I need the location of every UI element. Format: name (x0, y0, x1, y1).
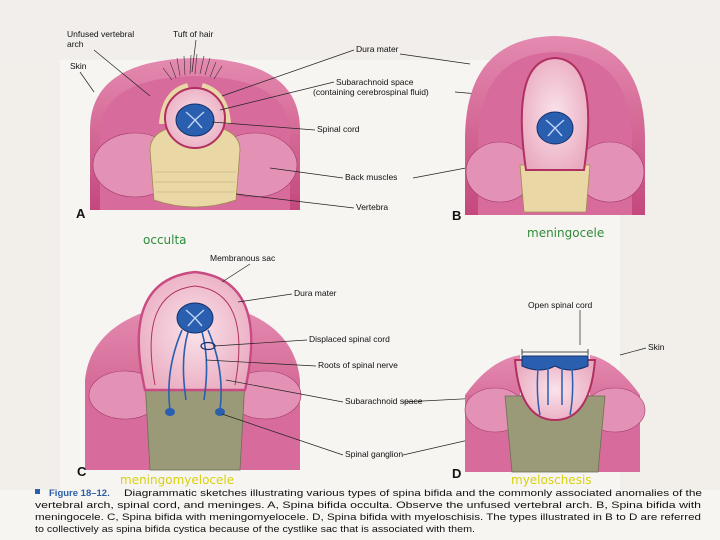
label-subarachnoid-space-c: Subarachnoid space (345, 396, 423, 406)
label-skin-a: Skin (70, 61, 87, 71)
label-dura-mater-c: Dura mater (294, 288, 337, 298)
panel-b-illustration (465, 36, 645, 215)
overlay-label-occulta: occulta (143, 233, 187, 247)
label-open-spinal-cord: Open spinal cord (528, 300, 593, 310)
label-unfused-vertebral-arch: Unfused vertebral (67, 29, 134, 39)
overlay-label-meningomyelocele: meningomyelocele (120, 473, 234, 487)
label-unfused-vertebral-arch-line2: arch (67, 39, 84, 49)
label-back-muscles: Back muscles (345, 172, 397, 182)
panel-letter-a: A (76, 206, 86, 221)
caption-line-2: vertebral arch, spinal cord, and meninge… (35, 500, 701, 511)
label-vertebra: Vertebra (356, 202, 388, 212)
label-displaced-spinal-cord: Displaced spinal cord (309, 334, 390, 344)
label-subarachnoid-space-a-line2: (containing cerebrospinal fluid) (313, 87, 429, 97)
caption-title: Figure 18–12. (49, 488, 110, 499)
label-spinal-ganglion: Spinal ganglion (345, 449, 403, 459)
caption-line-3: meningocele. C, Spina bifida with mening… (35, 512, 701, 523)
panel-d-illustration (464, 349, 646, 473)
panel-letter-b: B (452, 208, 461, 223)
overlay-label-myeloschesis: myeloschesis (511, 473, 592, 487)
label-roots-of-spinal-nerve: Roots of spinal nerve (318, 360, 398, 370)
caption-line-4: to collectively as spina bifida cystica … (35, 524, 475, 535)
label-membranous-sac: Membranous sac (210, 253, 276, 263)
panel-d: Open spinal cord Skin D myeloschesis (452, 300, 665, 487)
label-subarachnoid-space-a: Subarachnoid space (336, 77, 414, 87)
panel-letter-c: C (77, 464, 87, 479)
caption-line-1: Diagrammatic sketches illustrating vario… (124, 488, 702, 499)
panel-b: B meningocele (452, 36, 645, 240)
label-spinal-cord-a: Spinal cord (317, 124, 360, 134)
panel-c: Membranous sac Dura mater Displaced spin… (77, 253, 647, 487)
caption-bullet (35, 489, 40, 494)
panel-c-illustration (85, 270, 302, 471)
label-dura-mater-a: Dura mater (356, 44, 399, 54)
panel-a-illustration (90, 53, 300, 210)
figure-caption: Figure 18–12. Diagrammatic sketches illu… (35, 488, 702, 535)
label-tuft-of-hair: Tuft of hair (173, 29, 213, 39)
panel-letter-d: D (452, 466, 461, 481)
label-skin-d: Skin (648, 342, 665, 352)
overlay-label-meningocele: meningocele (527, 226, 604, 240)
panel-a: Unfused vertebral arch Tuft of hair Skin… (67, 29, 549, 247)
